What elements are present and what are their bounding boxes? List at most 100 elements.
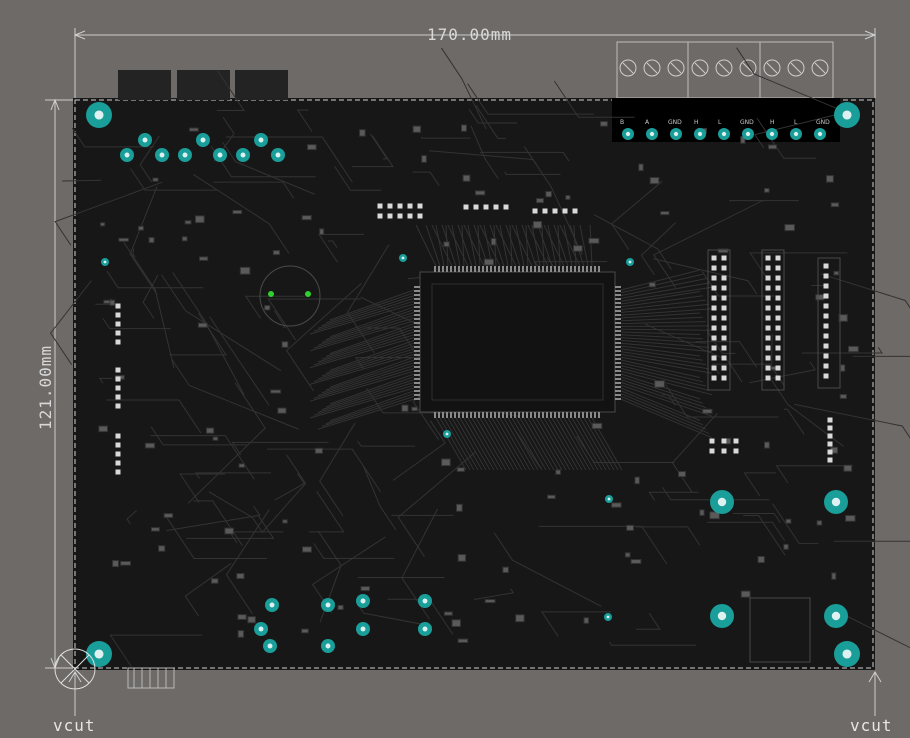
copper-trace (61, 179, 102, 182)
bus-trace (535, 417, 567, 471)
bus-trace (579, 417, 611, 471)
mcu-pin (615, 370, 621, 372)
pad-hole (142, 137, 148, 143)
mcu-pin (615, 334, 621, 336)
smd-pad (502, 566, 509, 574)
smd-pad (660, 211, 670, 216)
copper-trace (711, 363, 771, 375)
mcu-pin (414, 370, 420, 372)
header-pin (823, 363, 829, 369)
bus-trace (317, 331, 415, 363)
copper-trace (187, 382, 266, 504)
header-pin (765, 275, 771, 281)
copper-trace (736, 47, 860, 119)
header-pin (721, 335, 727, 341)
header-pin (827, 457, 833, 463)
header-pins (115, 203, 833, 475)
header-sockets (707, 249, 841, 391)
smd-pad (277, 407, 287, 414)
copper-trace (441, 47, 487, 130)
mcu-pin (615, 366, 621, 368)
copper-trace (139, 135, 160, 183)
copper-trace (775, 465, 853, 484)
mcu-pin (438, 266, 440, 272)
screw-slot (766, 62, 778, 74)
copper-trace (733, 512, 781, 523)
smd-pad (184, 220, 192, 225)
header-pin (417, 203, 423, 209)
copper-trace (504, 171, 561, 175)
smd-pad (456, 467, 465, 472)
header-pin (115, 303, 121, 309)
smd-pad (158, 545, 166, 552)
svg-text:GND: GND (668, 119, 682, 126)
copper-trace (126, 510, 137, 525)
copper-trace (222, 141, 315, 195)
copper-trace (493, 532, 602, 607)
mcu-pin (615, 330, 621, 332)
header-pin (115, 460, 121, 466)
plated-holes (86, 102, 860, 667)
copper-trace (644, 323, 743, 383)
bus-trace (467, 417, 499, 471)
bus-trace (589, 224, 593, 267)
smd-pad (109, 299, 116, 306)
header-pin (397, 213, 403, 219)
bus-trace (317, 398, 415, 430)
mcu-pin (582, 266, 584, 272)
pad-hole (401, 256, 405, 260)
mcu-pin (414, 390, 420, 392)
svg-text:GND: GND (740, 119, 754, 126)
mcu-pin (414, 358, 420, 360)
copper-trace (470, 125, 499, 179)
copper-trace (653, 258, 758, 295)
header-pin (711, 345, 717, 351)
smd-pad (152, 177, 159, 182)
bus-trace (555, 417, 587, 471)
smd-pad (838, 314, 848, 322)
copper-trace (208, 491, 264, 534)
header-pin (827, 441, 833, 447)
copper-trace (428, 150, 537, 166)
smd-pad (411, 406, 418, 412)
header-pin (775, 355, 781, 361)
smd-pad (825, 175, 834, 183)
bus-trace (620, 291, 701, 305)
header-pin (115, 339, 121, 345)
header-pin (503, 204, 509, 210)
mcu-pin (570, 412, 572, 418)
mcu-pin (615, 310, 621, 312)
screw-slot (790, 62, 802, 74)
bus-trace (329, 323, 415, 355)
svg-text:H: H (770, 119, 775, 126)
mcu-pin (414, 322, 420, 324)
mcu-pin (615, 342, 621, 344)
header-pin (765, 285, 771, 291)
smd-pad (626, 524, 635, 531)
mcu-pin (414, 326, 420, 328)
mcu-pin (474, 266, 476, 272)
smd-pad (236, 573, 245, 580)
copper-trace (129, 186, 158, 295)
smd-pad (717, 248, 729, 254)
mcu-pin (518, 412, 520, 418)
mcu-pin (470, 412, 472, 418)
copper-trace (216, 70, 245, 111)
smd-pad (148, 237, 155, 244)
smd-pad (150, 527, 160, 532)
mcu-pin (570, 266, 572, 272)
copper-trace (754, 112, 844, 149)
mcu-pin (414, 290, 420, 292)
bus-trace (539, 417, 571, 471)
smd-pad (212, 436, 219, 441)
mcu-pin (615, 294, 621, 296)
copper-trace (132, 248, 136, 258)
mcu-pin (615, 350, 621, 352)
bus-trace (511, 417, 543, 471)
copper-trace (171, 359, 299, 430)
bus-trace (515, 417, 547, 471)
copper-trace (695, 341, 757, 368)
copper-trace (743, 515, 786, 556)
bus-trace (620, 367, 710, 391)
